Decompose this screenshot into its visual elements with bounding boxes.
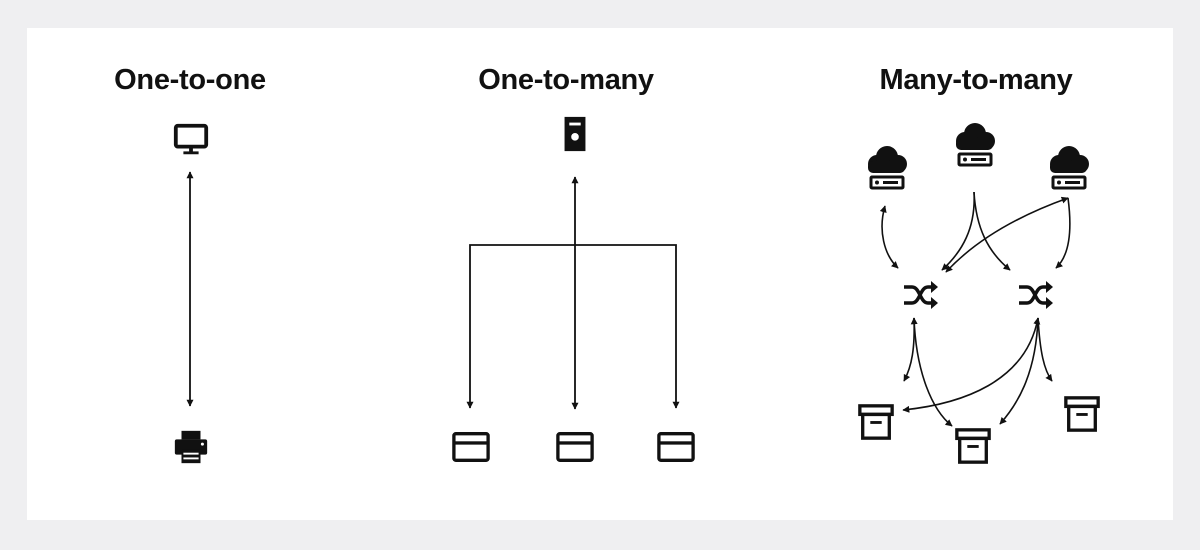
- bracket-arrow: [466, 244, 680, 409]
- cloud-server-icon: [866, 144, 909, 190]
- connector-arrow: [913, 317, 953, 427]
- connector-arrow: [945, 196, 1069, 273]
- server-tower-icon: [564, 116, 586, 152]
- archive-box-icon: [1064, 396, 1100, 432]
- printer-icon: [174, 430, 208, 464]
- connector-arrow: [903, 317, 918, 382]
- shuffle-icon: [902, 279, 940, 311]
- connector-arrow: [1055, 197, 1071, 269]
- many-to-many-group: [858, 121, 1100, 464]
- one-to-one-group: [173, 123, 209, 464]
- shuffle-icon: [1017, 279, 1055, 311]
- one-to-many-group: [452, 116, 695, 463]
- browser-window-icon: [657, 431, 695, 463]
- many-to-many-title: Many-to-many: [879, 64, 1073, 96]
- connector-arrow: [999, 317, 1039, 425]
- connector-arrow: [941, 191, 975, 271]
- connector-arrow: [902, 317, 1041, 413]
- one-to-many-title: One-to-many: [478, 64, 654, 96]
- monitor-icon: [173, 123, 209, 157]
- browser-window-icon: [556, 431, 594, 463]
- cloud-server-icon: [1048, 144, 1091, 190]
- connector-arrow: [879, 205, 899, 269]
- connector-arrow: [973, 191, 1011, 271]
- archive-box-icon: [858, 404, 894, 440]
- connector-arrow: [1037, 317, 1053, 382]
- one-to-one-title: One-to-one: [114, 64, 266, 96]
- browser-window-icon: [452, 431, 490, 463]
- archive-box-icon: [955, 428, 991, 464]
- cloud-server-icon: [954, 121, 997, 167]
